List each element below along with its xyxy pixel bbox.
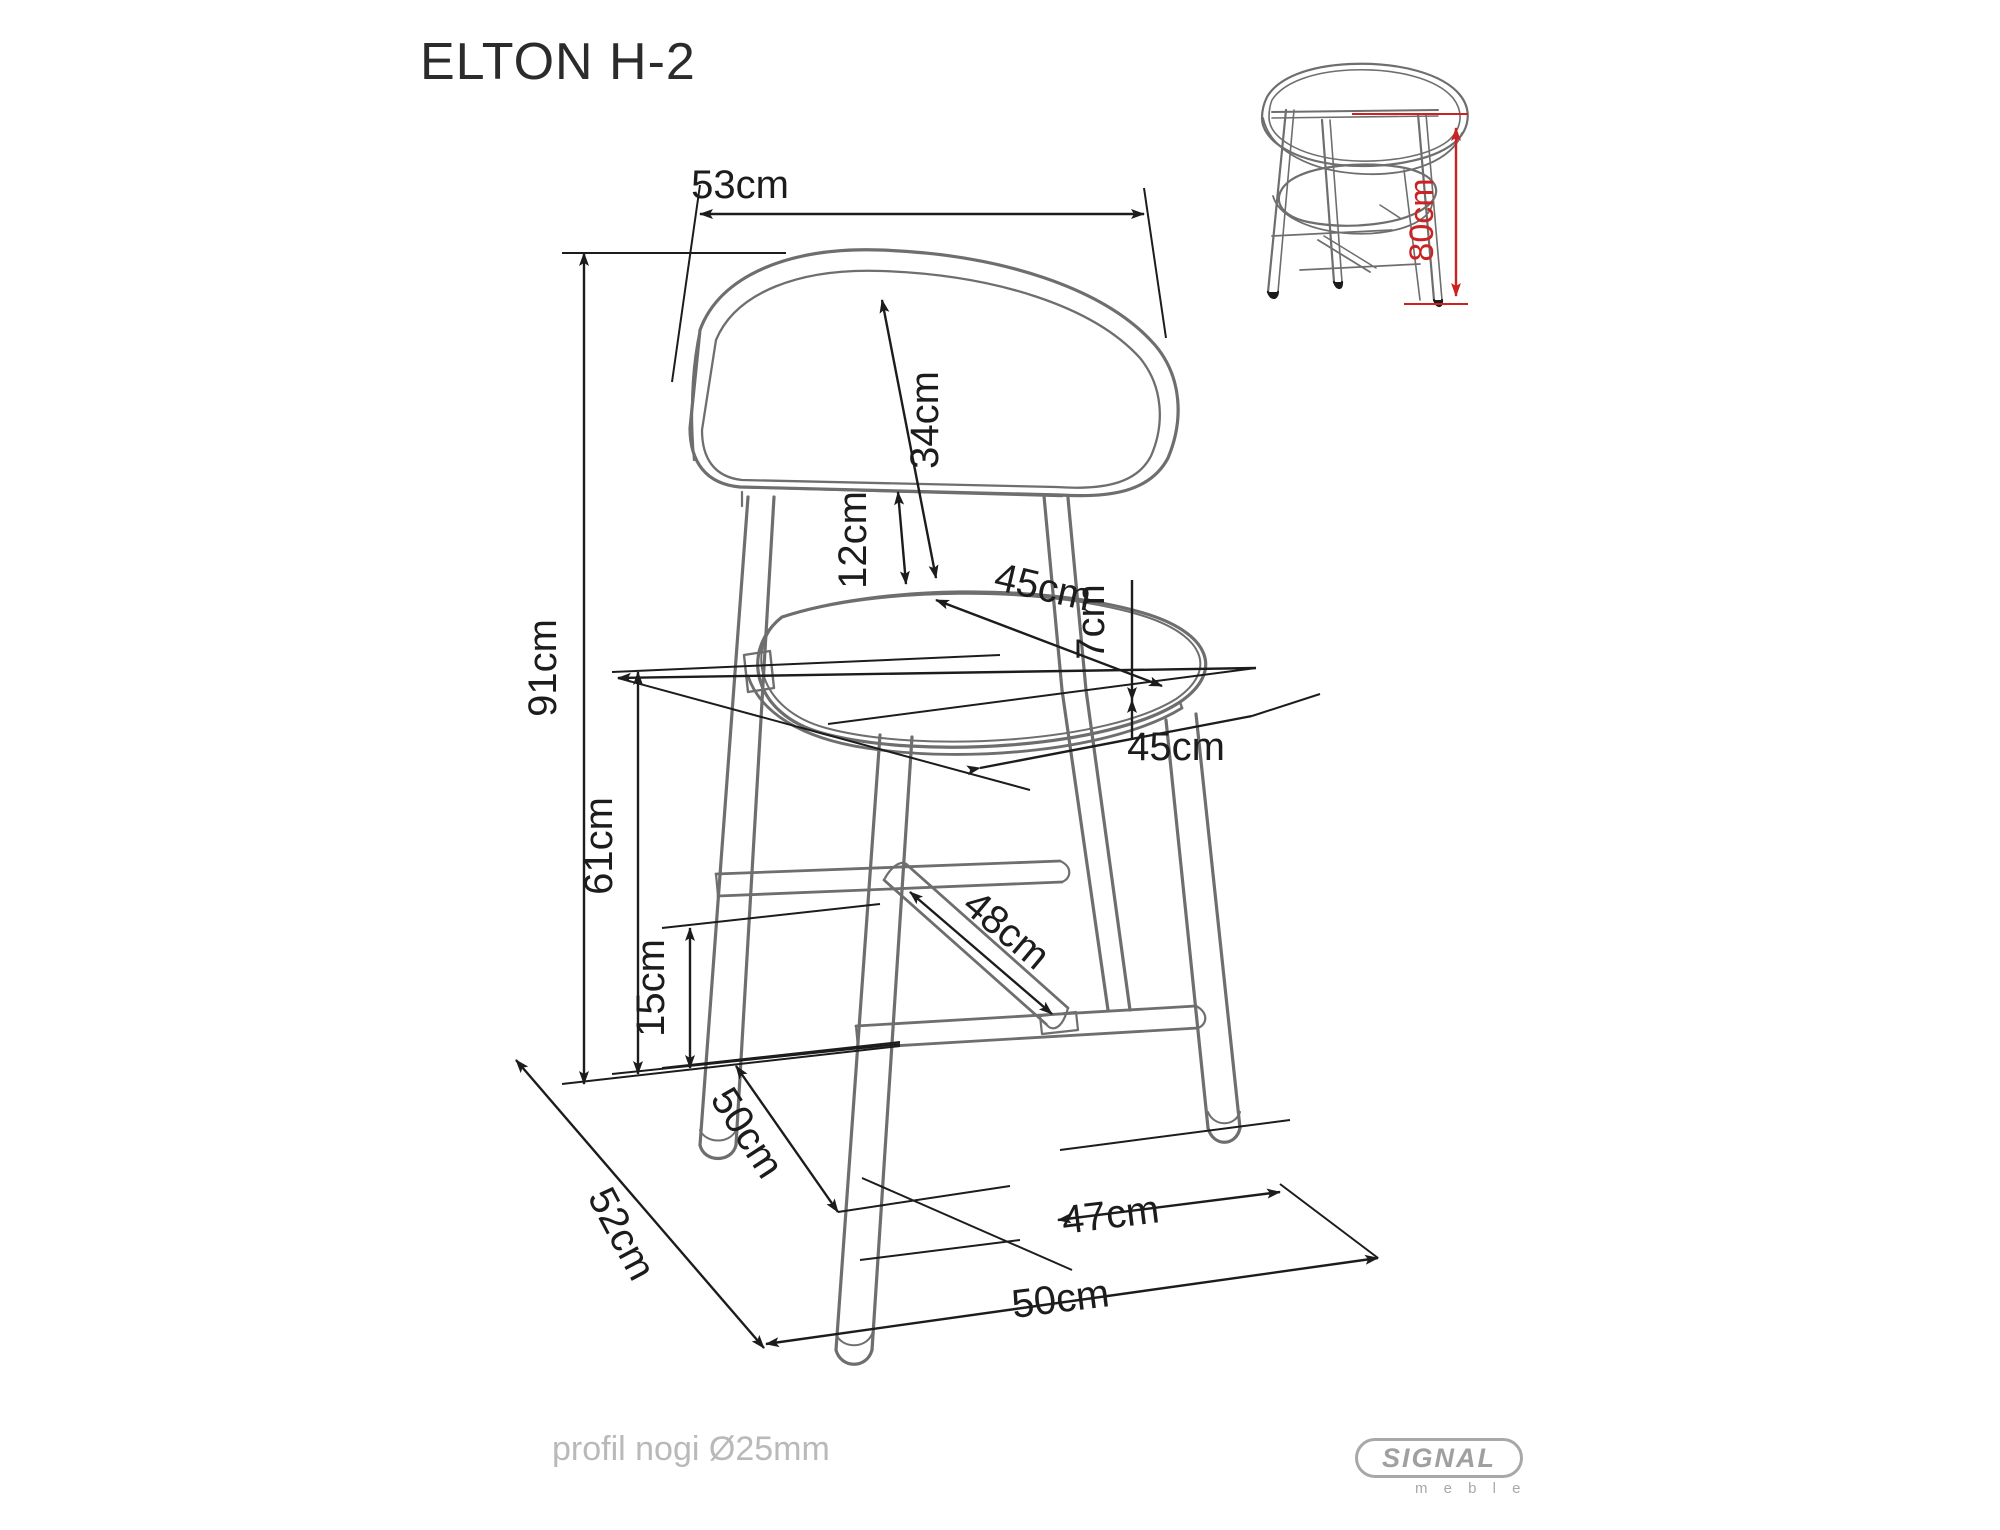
footrest-rail-rear-capL: [714, 872, 720, 898]
inset-brace-diag-a: [1317, 239, 1371, 273]
inset-leg-mid-a: [1320, 118, 1336, 284]
witness-61-top: [611, 654, 1001, 673]
leg-rear-right-lower-inner: [1084, 688, 1132, 1012]
dimline-45-depth: [935, 598, 1163, 688]
backrest-left-edge: [690, 328, 702, 462]
dimline-45-width: [966, 714, 1253, 776]
dimension-lines: [515, 184, 1379, 1349]
dimension-label-47cm: 47cm: [1059, 1187, 1161, 1243]
leader-45w: [617, 677, 1031, 791]
witness-47-right: [1059, 1119, 1291, 1151]
dimension-label-53cm: 53cm: [691, 163, 789, 207]
inset-leg-right-a: [1416, 112, 1436, 302]
footrest-rail-rear-capR: [1058, 859, 1071, 884]
leg-rear-left-inner: [734, 495, 776, 1147]
witness-47-cross: [861, 1177, 1073, 1271]
witness-15-top: [661, 903, 881, 929]
leg-front-right-outer: [1164, 718, 1210, 1130]
logo-tagline: m e b l e: [1415, 1480, 1527, 1497]
inset-leg-rear-left-a: [1266, 108, 1288, 294]
dimension-label-61cm: 61cm: [577, 797, 621, 895]
inset-brace-diag-b: [1323, 235, 1377, 269]
inset-foot-rear-left: [1266, 290, 1280, 300]
witness-47-left: [859, 1239, 1021, 1261]
chair-outline: [688, 248, 1242, 1366]
dimension-label-34cm: 34cm: [903, 371, 947, 469]
dimension-label-91cm: 91cm: [521, 619, 565, 717]
leg-rear-left-outer: [698, 495, 750, 1147]
inset-top-rail-2: [1271, 115, 1439, 119]
dimension-label-15cm: 15cm: [629, 939, 673, 1037]
dimline-52: [515, 1059, 765, 1349]
dimline-48: [909, 891, 1053, 1015]
footrest-rail-rear-top: [714, 859, 1062, 876]
inset-backrest-inner: [1268, 68, 1461, 162]
inset-leg-right-b: [1425, 113, 1443, 301]
witness-53-right: [1143, 187, 1167, 339]
cross-brace-cap-top: [882, 861, 908, 882]
inset-footrest-rear: [1271, 229, 1393, 237]
brand-logo: SIGNAL m e b l e: [1355, 1438, 1545, 1500]
leg-front-left-foot: [834, 1348, 874, 1366]
dimline-45-width-left: [617, 666, 1257, 683]
leg-front-right-inner: [1194, 712, 1242, 1130]
dimline-50-width: [765, 1254, 1379, 1348]
dimline-12: [894, 491, 910, 585]
dimension-label-80cm: 80cm: [1403, 178, 1441, 261]
witness-15-bottom: [661, 1041, 901, 1069]
inset-top-rail: [1271, 109, 1439, 113]
backrest-bottom-rail: [738, 485, 1064, 498]
dimension-label-12cm: 12cm: [831, 491, 875, 589]
inset-side-view: 80cm: [1260, 62, 1469, 308]
dimension-label-50cm-depth: 50cm: [702, 1080, 792, 1186]
seat-thickness-right: [1178, 700, 1184, 710]
inset-foot-mid: [1332, 280, 1344, 290]
dimension-label-50cm-width: 50cm: [1009, 1271, 1111, 1327]
footrest-rail-rear-bottom: [716, 880, 1064, 898]
inset-seat-support: [1379, 204, 1401, 219]
inset-leg-right2-a: [1403, 169, 1421, 301]
dimension-label-48cm: 48cm: [955, 882, 1058, 979]
witness-45w-right: [1251, 693, 1321, 717]
footrest-rail-front-bottom: [856, 1026, 1200, 1050]
dimension-label-45cm-width: 45cm: [1127, 725, 1225, 769]
witness-50w-right: [1279, 1183, 1379, 1259]
witness-45w-left: [827, 667, 1257, 725]
inset-dimension-red: [1352, 113, 1468, 305]
logo-pill-outline: [1355, 1438, 1523, 1478]
leg-profile-note: profil nogi Ø25mm: [552, 1430, 830, 1468]
page-title: ELTON H-2: [420, 33, 696, 91]
witness-91-bottom: [561, 1045, 901, 1085]
footrest-rail-front-capL: [854, 1024, 860, 1050]
leg-front-right-foot: [1206, 1126, 1242, 1144]
dimline-47: [1057, 1188, 1281, 1224]
inset-footrest-front: [1299, 263, 1421, 271]
inset-leg-rear-left-b: [1277, 109, 1295, 293]
dimension-label-7cm: 7cm: [1069, 584, 1113, 660]
dimline-34: [879, 299, 939, 579]
leg-rear-right-lower-outer: [1060, 688, 1110, 1012]
leg-front-right-ferrule: [1207, 1111, 1241, 1125]
logo-wordmark: SIGNAL: [1381, 1442, 1496, 1473]
seat-top-seam: [760, 592, 1202, 743]
seat-bottom-edge: [746, 674, 1184, 756]
footrest-rail-front-capR: [1194, 1004, 1207, 1030]
footrest-rail-front-top: [854, 1004, 1198, 1028]
inset-backrest-lower-arc: [1262, 117, 1463, 176]
inset-leg-mid-b: [1329, 119, 1343, 283]
witness-53-left: [671, 184, 701, 383]
witness-50d-bottom: [837, 1185, 1011, 1213]
dimension-label-52cm: 52cm: [579, 1180, 664, 1287]
brace-junction-plate: [1038, 1010, 1080, 1036]
leg-front-left-ferrule: [835, 1333, 873, 1347]
